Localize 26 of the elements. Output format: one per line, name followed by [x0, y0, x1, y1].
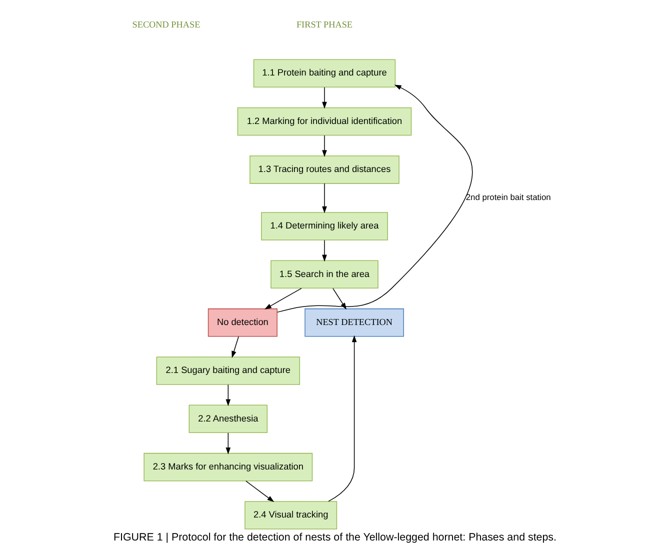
arrow — [276, 84, 472, 313]
arrow — [245, 480, 274, 502]
node-box: 1.5 Search in the area — [270, 260, 378, 289]
node-box: 2.3 Marks for enhancing visualization — [143, 452, 312, 482]
arrow — [322, 86, 326, 109]
node-box: No detection — [207, 308, 277, 337]
arrow — [322, 135, 326, 157]
node-box: 1.3 Tracing routes and distances — [249, 156, 399, 184]
label: SECOND PHASE — [132, 20, 200, 30]
arrow — [322, 183, 326, 214]
node-box: 1.4 Determining likely area — [260, 212, 388, 240]
edge-label: 2nd protein bait station — [465, 192, 550, 202]
node-box: 2.1 Sugary baiting and capture — [156, 356, 300, 385]
arrow — [225, 384, 230, 406]
node-box: 2.4 Visual tracking — [244, 501, 337, 530]
arrow — [225, 432, 230, 454]
label: FIRST PHASE — [296, 20, 352, 30]
node-box: 2.2 Anesthesia — [188, 404, 268, 434]
caption: FIGURE 1 | Protocol for the detection of nests of the Yellow-legged hornet: Phases and steps. — [112, 532, 556, 544]
node-box: 1.1 Protein baiting and capture — [252, 59, 396, 88]
arrow — [264, 288, 302, 310]
node-box: NEST DETECTION — [304, 308, 404, 337]
arrow — [322, 240, 326, 262]
node-box: 1.2 Marking for individual identification — [236, 107, 412, 136]
arrow — [328, 335, 356, 502]
arrow — [231, 336, 238, 358]
